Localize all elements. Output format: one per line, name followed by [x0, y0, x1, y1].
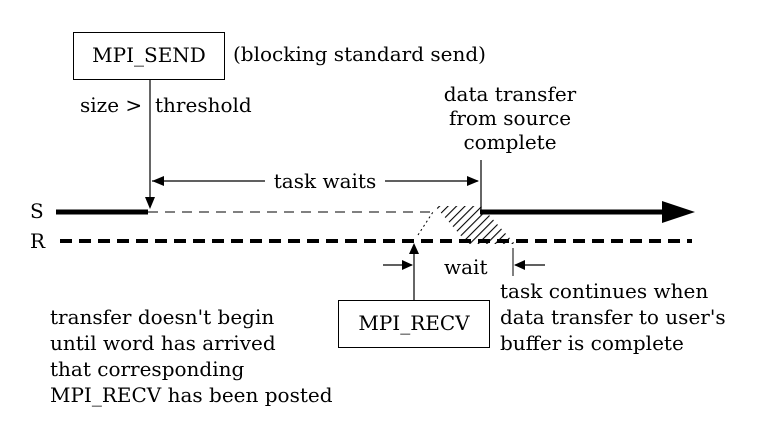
send-description: (blocking standard send) [233, 42, 486, 66]
task-waits-arrow-left [152, 176, 164, 186]
note-right-line-1: task continues when [500, 279, 709, 303]
wait-label: wait [444, 255, 488, 279]
transfer-hatch [435, 206, 515, 244]
sender-arrowhead [662, 201, 695, 223]
note-right-line-2: data transfer to user's [500, 305, 726, 329]
size-label-right: threshold [155, 93, 252, 117]
sender-row-label: S [30, 199, 44, 223]
transfer-complete-line-2: from source [448, 106, 572, 130]
note-left-line-3: that corresponding [50, 357, 245, 381]
note-left-line-4: MPI_RECV has been posted [50, 383, 333, 407]
task-waits-label: task waits [273, 169, 377, 193]
mpi-recv-label: MPI_RECV [358, 311, 470, 335]
send-drop-arrow [145, 197, 155, 209]
transfer-complete-line-3: complete [463, 130, 557, 154]
note-left-line-1: transfer doesn't begin [50, 305, 275, 329]
note-right-line-3: buffer is complete [500, 331, 684, 355]
mpi-recv-box: MPI_RECV [338, 300, 490, 348]
task-waits-arrow-right [467, 176, 479, 186]
transfer-complete-line-1: data transfer [443, 82, 577, 106]
recv-to-hatch-dotted [417, 211, 434, 236]
receiver-row-label: R [30, 229, 46, 253]
mpi-send-label: MPI_SEND [92, 43, 206, 67]
size-label-left: size > [80, 93, 143, 117]
wait-arrow-right-head [514, 260, 525, 270]
note-left-line-2: until word has arrived [50, 331, 276, 355]
mpi-send-box: MPI_SEND [73, 32, 225, 80]
wait-arrow-left-head [402, 260, 413, 270]
